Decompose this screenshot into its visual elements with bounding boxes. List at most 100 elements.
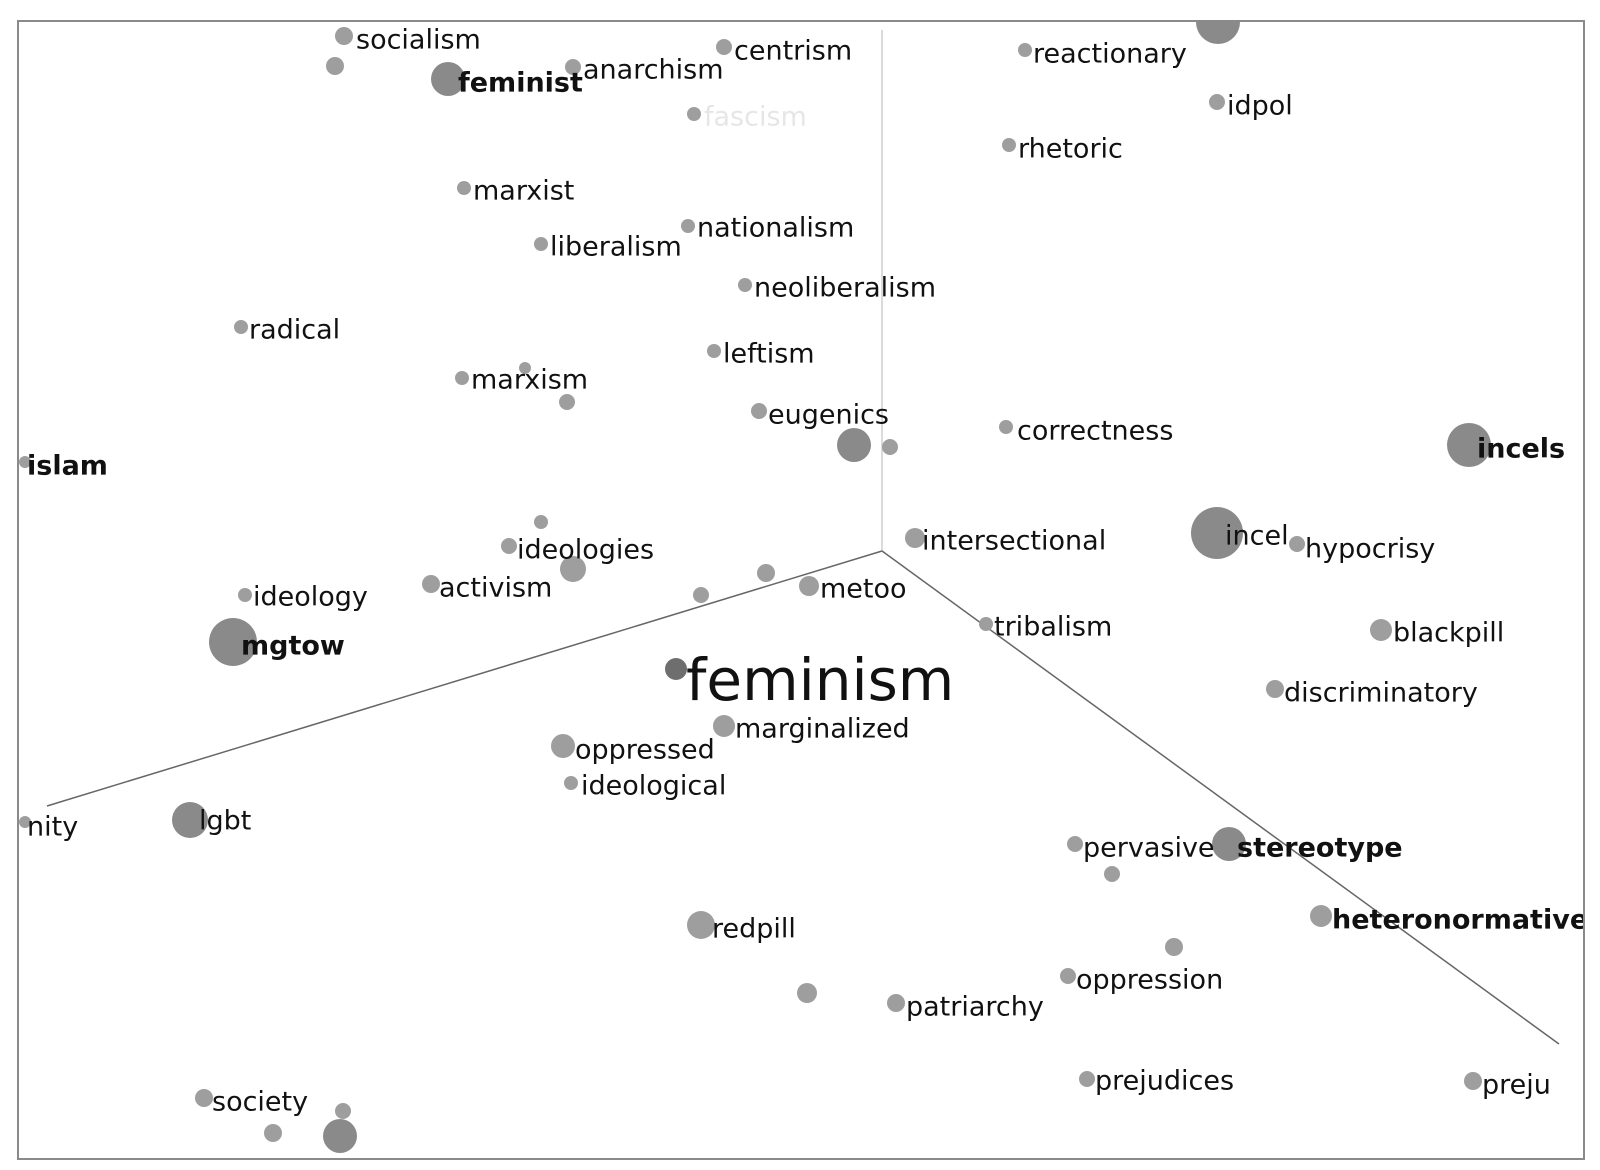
embedding-point-unlabeled[interactable]: [323, 1119, 357, 1153]
embedding-point-marxism[interactable]: [455, 371, 469, 385]
embedding-point-rhetoric[interactable]: [1002, 138, 1016, 152]
embedding-point-ideologies[interactable]: [501, 538, 517, 554]
embedding-point-unlabeled[interactable]: [882, 439, 898, 455]
embedding-point-prejudices[interactable]: [1079, 1071, 1095, 1087]
embedding-point-heteronormative[interactable]: [1310, 905, 1332, 927]
embedding-point-tribalism[interactable]: [979, 617, 993, 631]
point-label-stereotype: stereotype: [1237, 833, 1403, 864]
embedding-point-unlabeled[interactable]: [1196, 22, 1240, 44]
point-label-neoliberalism: neoliberalism: [754, 273, 936, 304]
point-label-ideologies: ideologies: [517, 535, 654, 566]
embedding-point-preju[interactable]: [1464, 1072, 1482, 1090]
embedding-point-lgbt[interactable]: [172, 802, 208, 838]
point-label-activism: activism: [439, 573, 552, 604]
embedding-point-oppressed[interactable]: [551, 734, 575, 758]
point-label-idpol: idpol: [1227, 91, 1293, 122]
embedding-point-correctness[interactable]: [999, 420, 1013, 434]
point-label-ideological: ideological: [581, 771, 726, 802]
embedding-point-intersectional[interactable]: [905, 528, 925, 548]
embedding-point-nity[interactable]: [19, 816, 31, 828]
embedding-point-ideology[interactable]: [238, 588, 252, 602]
embedding-point-unlabeled[interactable]: [519, 362, 531, 374]
embedding-point-fascism[interactable]: [687, 107, 701, 121]
embedding-point-nationalism[interactable]: [681, 219, 695, 233]
projection-axes: [46, 30, 1560, 1045]
point-label-intersectional: intersectional: [922, 526, 1106, 557]
point-label-rhetoric: rhetoric: [1018, 134, 1123, 165]
point-label-reactionary: reactionary: [1033, 39, 1187, 70]
embedding-point-centrism[interactable]: [716, 39, 732, 55]
point-cloud: [19, 22, 1491, 1153]
embedding-point-stereotype[interactable]: [1212, 827, 1246, 861]
embedding-point-unlabeled[interactable]: [560, 556, 586, 582]
embedding-point-eugenics[interactable]: [751, 403, 767, 419]
embedding-point-marginalized[interactable]: [713, 715, 735, 737]
embedding-point-unlabeled[interactable]: [335, 1103, 351, 1119]
embedding-point-anarchism[interactable]: [565, 59, 581, 75]
point-label-pervasive: pervasive: [1083, 833, 1215, 864]
embedding-point-activism[interactable]: [422, 575, 440, 593]
embedding-point-unlabeled[interactable]: [264, 1124, 282, 1142]
embedding-point-unlabeled[interactable]: [693, 587, 709, 603]
embedding-point-incels[interactable]: [1447, 423, 1491, 467]
point-label-oppression: oppression: [1076, 965, 1223, 996]
point-label-fascism: fascism: [704, 102, 807, 133]
embedding-point-unlabeled[interactable]: [797, 983, 817, 1003]
embedding-point-reactionary[interactable]: [1018, 43, 1032, 57]
point-label-feminism: feminism: [686, 646, 954, 714]
embedding-point-idpol[interactable]: [1209, 94, 1225, 110]
point-label-oppressed: oppressed: [575, 735, 715, 766]
embedding-point-unlabeled[interactable]: [559, 394, 575, 410]
point-label-metoo: metoo: [820, 574, 907, 605]
point-label-heteronormative: heteronormative: [1332, 905, 1583, 936]
embedding-point-socialism[interactable]: [335, 27, 353, 45]
embedding-point-redpill[interactable]: [687, 911, 715, 939]
embedding-point-metoo[interactable]: [799, 576, 819, 596]
embedding-point-islam[interactable]: [19, 456, 31, 468]
embedding-point-unlabeled[interactable]: [1104, 866, 1120, 882]
embedding-point-leftism[interactable]: [707, 344, 721, 358]
embedding-point-blackpill[interactable]: [1370, 619, 1392, 641]
point-label-incels: incels: [1477, 434, 1565, 465]
embedding-point-patriarchy[interactable]: [887, 994, 905, 1012]
point-label-feminist: feminist: [458, 68, 583, 99]
point-label-leftism: leftism: [723, 339, 815, 370]
embedding-point-unlabeled[interactable]: [1165, 938, 1183, 956]
point-label-ideology: ideology: [253, 582, 368, 613]
embedding-point-unlabeled[interactable]: [837, 428, 871, 462]
embedding-point-ideological[interactable]: [564, 776, 578, 790]
point-label-preju: preju: [1482, 1070, 1551, 1101]
embedding-point-society[interactable]: [195, 1089, 213, 1107]
embedding-point-mgtow[interactable]: [209, 618, 257, 666]
embedding-point-marxist[interactable]: [457, 181, 471, 195]
embedding-point-unlabeled[interactable]: [534, 515, 548, 529]
point-label-nity: nity: [27, 812, 78, 843]
point-label-marxist: marxist: [473, 176, 574, 207]
embedding-point-discriminatory[interactable]: [1266, 680, 1284, 698]
embedding-point-pervasive[interactable]: [1067, 836, 1083, 852]
point-label-nationalism: nationalism: [697, 213, 854, 244]
embedding-point-incel[interactable]: [1191, 507, 1243, 559]
embedding-point-oppression[interactable]: [1060, 968, 1076, 984]
embedding-point-unlabeled[interactable]: [757, 564, 775, 582]
point-label-anarchism: anarchism: [583, 55, 724, 86]
point-label-liberalism: liberalism: [550, 232, 682, 263]
point-label-discriminatory: discriminatory: [1284, 678, 1478, 709]
point-label-radical: radical: [249, 315, 340, 346]
embedding-point-neoliberalism[interactable]: [738, 278, 752, 292]
point-label-society: society: [212, 1087, 308, 1118]
point-label-blackpill: blackpill: [1393, 618, 1504, 649]
point-label-tribalism: tribalism: [994, 612, 1112, 643]
embedding-point-feminist[interactable]: [431, 62, 465, 96]
point-label-islam: islam: [27, 451, 108, 482]
embedding-point-unlabeled[interactable]: [326, 57, 344, 75]
point-label-hypocrisy: hypocrisy: [1305, 534, 1435, 565]
embedding-point-hypocrisy[interactable]: [1289, 536, 1305, 552]
embedding-point-feminism[interactable]: [665, 658, 687, 680]
embedding-point-radical[interactable]: [234, 320, 248, 334]
embedding-point-liberalism[interactable]: [534, 237, 548, 251]
